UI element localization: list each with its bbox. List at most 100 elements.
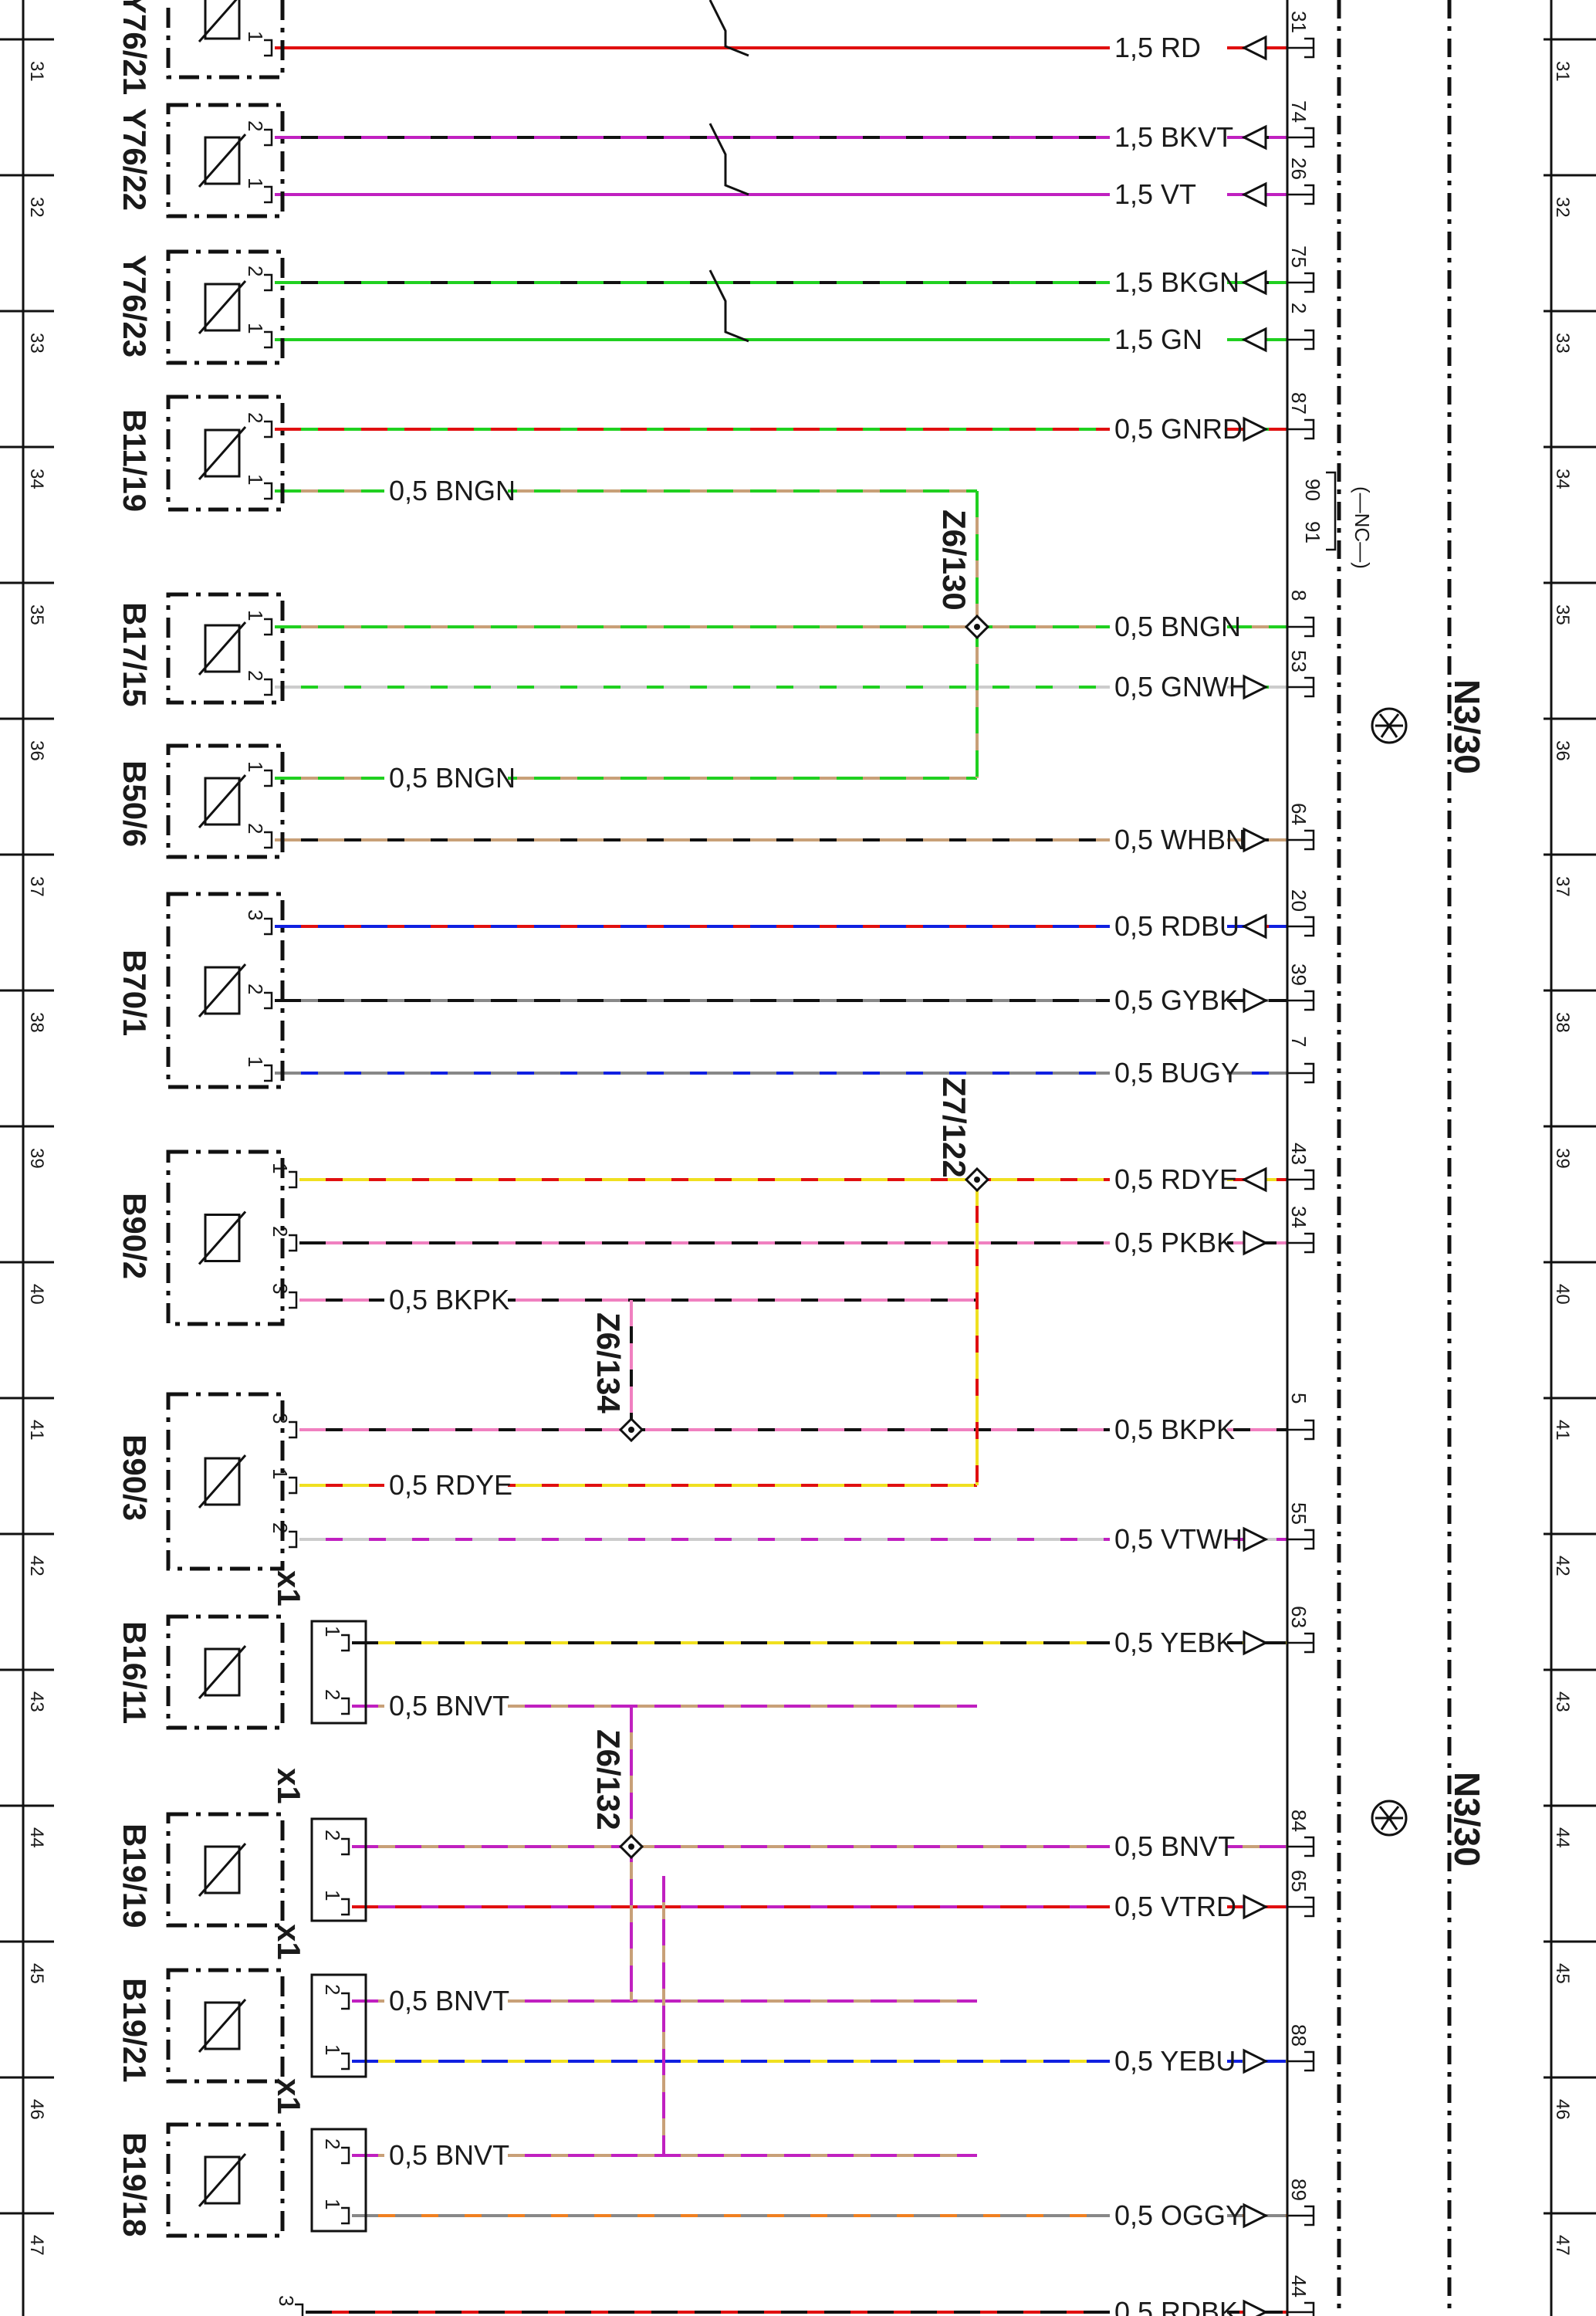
row-number: 46 xyxy=(26,2099,47,2120)
component-outline xyxy=(166,892,285,1089)
connector-housing xyxy=(310,1620,367,1725)
row-number: 31 xyxy=(1552,61,1573,82)
wire-label: 0,5 YEBU xyxy=(1114,2045,1236,2077)
component-label: B19/18 xyxy=(117,2132,153,2236)
row-number: 35 xyxy=(1552,604,1573,625)
wire-label: 1,5 VT xyxy=(1114,178,1196,210)
component-label: B17/15 xyxy=(117,602,153,706)
signal-arrow-icon xyxy=(1243,1230,1269,1256)
wire-label: 0,5 BNGN xyxy=(389,762,516,794)
wire-label: 0,5 RDYE xyxy=(389,1469,512,1501)
row-number: 34 xyxy=(1552,469,1573,489)
component-pin-number: 1 xyxy=(321,1626,344,1637)
splice-label: Z6/132 xyxy=(590,1729,627,1830)
component-pin-number: 1 xyxy=(321,1890,344,1901)
row-number: 32 xyxy=(26,197,47,218)
component-pin-number: 1 xyxy=(269,1468,292,1479)
wire: 0,5 WHBN 64 2 xyxy=(244,803,1315,857)
component-pin-number: 1 xyxy=(244,610,267,621)
row-number: 36 xyxy=(26,740,47,761)
ecu-pin-number: 64 xyxy=(1287,803,1310,825)
signal-arrow-icon xyxy=(1243,674,1269,700)
ecu-pin-number: 74 xyxy=(1287,100,1310,123)
ecu-pin-number: 89 xyxy=(1287,2179,1310,2201)
wire-label: 0,5 GYBK xyxy=(1114,984,1238,1016)
wire-label: 0,5 WHBN xyxy=(1114,824,1246,855)
row-number: 35 xyxy=(26,604,47,625)
transistor-icon xyxy=(1371,1800,1408,1837)
signal-arrow-icon xyxy=(1241,124,1267,151)
row-number: 33 xyxy=(1552,333,1573,354)
wire: 0,5 RDYE 1 xyxy=(269,1468,977,1502)
twisted-pair-marker xyxy=(708,269,749,343)
signal-arrow-icon xyxy=(1241,1166,1267,1193)
ecu-pin-number: 63 xyxy=(1287,1606,1310,1628)
component-pin-number: 1 xyxy=(244,1056,267,1067)
component-pin-number: 1 xyxy=(244,761,267,772)
ecu-pin-number: 75 xyxy=(1287,245,1310,268)
component-pin-number: 1 xyxy=(244,178,267,188)
wire: 0,5 OGGY 89 1 xyxy=(321,2179,1315,2233)
wire: 0,5 VTRD 65 1 xyxy=(321,1870,1315,1924)
component-pin-number: 3 xyxy=(269,1413,292,1424)
component-outline xyxy=(166,394,285,512)
row-number: 39 xyxy=(1552,1148,1573,1169)
ecu-pin-number: 65 xyxy=(1287,1870,1310,1892)
wire-label: 0,5 BKPK xyxy=(389,1284,509,1315)
component-block: Y76/23 xyxy=(117,249,285,365)
component-pin-number: 2 xyxy=(244,823,267,834)
component-label: B50/6 xyxy=(117,760,153,847)
component-pin-number: 3 xyxy=(244,909,267,920)
wire-label: 0,5 BNVT xyxy=(389,1690,509,1722)
component-outline xyxy=(166,1392,285,1571)
splice-point: Z6/134 xyxy=(590,1312,644,1443)
component-outline xyxy=(166,0,285,80)
wire-label: 1,5 BKVT xyxy=(1114,121,1233,153)
wire-label: 0,5 YEBK xyxy=(1114,1627,1234,1658)
connector-housing xyxy=(310,1817,367,1922)
sensor-symbol-icon xyxy=(204,428,241,478)
row-number: 41 xyxy=(1552,1420,1573,1441)
wire-label: 0,5 BNVT xyxy=(1114,1830,1235,1862)
component-pin-number: 1 xyxy=(269,1163,292,1173)
wire-label: 0,5 VTWH xyxy=(1114,1523,1243,1555)
component-label: B70/1 xyxy=(117,950,153,1036)
sensor-symbol-icon xyxy=(204,283,241,332)
component-pin-number: 2 xyxy=(244,412,267,423)
row-number: 44 xyxy=(26,1827,47,1848)
connector-label: x1 xyxy=(271,1768,307,1804)
sensor-symbol-icon xyxy=(204,0,241,40)
wire-label: 0,5 VTRD xyxy=(1114,1891,1236,1922)
component-pin-number: 1 xyxy=(321,2199,344,2209)
connector-label: x1 xyxy=(271,2078,307,2115)
wire-label: 0,5 GNRD xyxy=(1114,413,1243,445)
row-number: 36 xyxy=(1552,740,1573,761)
sensor-symbol-icon xyxy=(204,1214,241,1262)
sensor-symbol-icon xyxy=(204,136,241,185)
row-number: 47 xyxy=(1552,2235,1573,2256)
wire: 0,5 BNGN 1 xyxy=(244,761,977,795)
wire-label: 0,5 PKBK xyxy=(1114,1227,1235,1258)
wire-label: 0,5 OGGY xyxy=(1114,2199,1244,2231)
sensor-symbol-icon xyxy=(204,777,241,826)
ecu-label-top: N3/30 xyxy=(1447,679,1487,774)
sensor-symbol-icon xyxy=(204,624,241,673)
sensor-symbol-icon xyxy=(204,1457,241,1506)
signal-arrow-icon xyxy=(1243,987,1269,1014)
wire-label: 0,5 BNGN xyxy=(389,475,516,506)
wire-label: 0,5 BNVT xyxy=(389,1985,509,2016)
row-number: 33 xyxy=(26,333,47,354)
